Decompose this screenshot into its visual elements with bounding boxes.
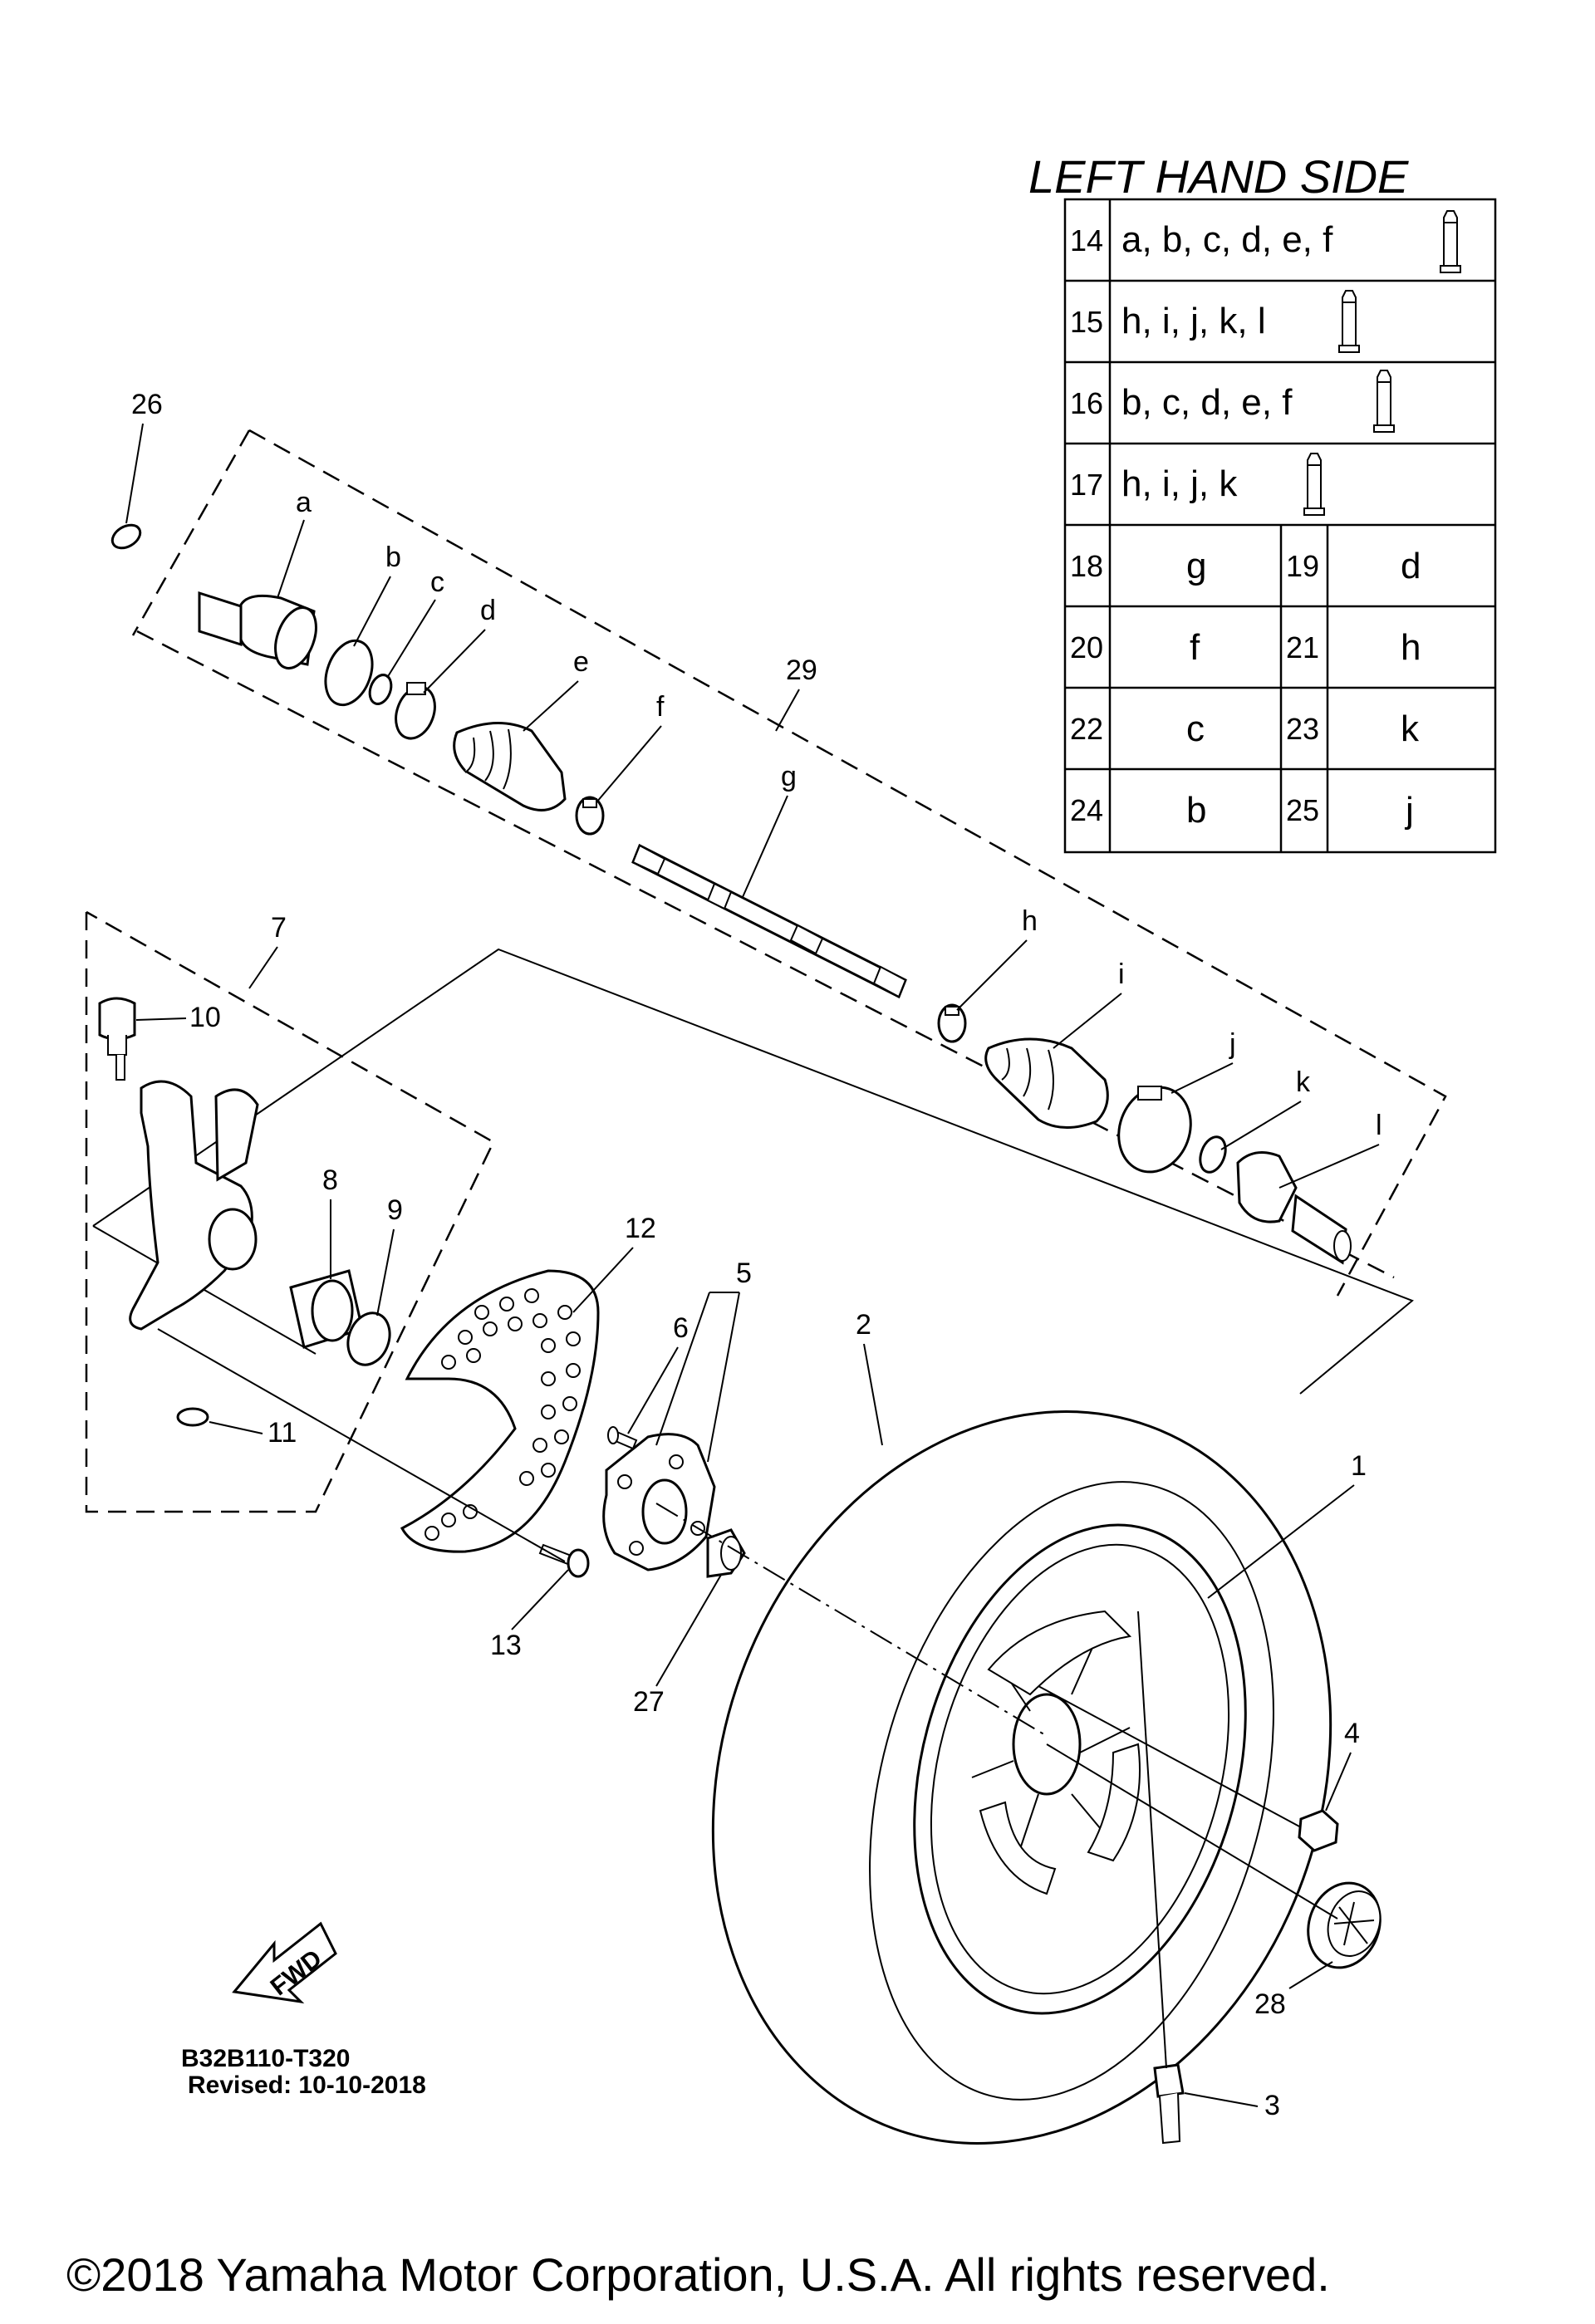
boot-band-h [937, 1003, 967, 1043]
valve-3 [1153, 2063, 1185, 2145]
callout-13: 13 [490, 1630, 522, 1661]
boot-band-d [395, 682, 436, 740]
circlip-k [1199, 1135, 1227, 1174]
center-cap-28 [1307, 1881, 1382, 1969]
callout-11: 11 [267, 1417, 297, 1449]
row-24-num: 24 [1070, 793, 1103, 827]
callout-a: a [296, 487, 312, 518]
boot-i [984, 1037, 1109, 1130]
row-17-parts: h, i, j, k [1121, 463, 1238, 504]
callout-4: 4 [1344, 1718, 1360, 1749]
callout-f: f [656, 691, 665, 723]
drive-shaft-g [631, 843, 907, 999]
boot-band-j [1117, 1086, 1192, 1174]
row-25-part: j [1404, 790, 1414, 831]
table-title: LEFT HAND SIDE [1028, 150, 1409, 203]
callout-b: b [385, 542, 401, 573]
grease-tube-icon [1373, 370, 1395, 433]
bolt-13 [538, 1543, 590, 1578]
wheel-bearing-8 [289, 1269, 364, 1349]
row-15-num: 15 [1070, 305, 1103, 339]
callout-12: 12 [625, 1213, 656, 1244]
circlip-26 [110, 523, 142, 550]
row-25-num: 25 [1286, 793, 1319, 827]
row-20-part: f [1190, 627, 1200, 668]
boot-e [453, 722, 567, 811]
callout-8: 8 [322, 1164, 338, 1196]
grease-tube-icon [1440, 210, 1461, 273]
cv-joint-outer-l [1236, 1151, 1352, 1265]
revised-date: Revised: 10-10-2018 [188, 2071, 426, 2099]
wheel-nut-4 [1298, 1809, 1339, 1852]
hub-5 [602, 1433, 716, 1571]
callout-c: c [430, 566, 444, 598]
disc-holes [425, 1288, 581, 1541]
callout-h: h [1022, 905, 1038, 937]
row-14-num: 14 [1070, 223, 1103, 257]
diagram-code: B32B110-T320 [181, 2045, 350, 2072]
lhs-table: 14 a, b, c, d, e, f 15 h, i, j, k, l 16 … [1063, 198, 1497, 854]
ball-joint-10 [98, 997, 136, 1081]
alignment-lines [157, 1328, 1338, 2069]
callout-d: d [480, 595, 496, 626]
callout-6: 6 [673, 1312, 689, 1344]
row-21-part: h [1401, 627, 1421, 668]
row-19-part: d [1401, 546, 1421, 586]
callout-j: j [1229, 1028, 1236, 1060]
steering-knuckle [129, 1080, 259, 1331]
callout-2: 2 [856, 1309, 871, 1341]
cv-joint-inner-a [198, 591, 317, 669]
callout-i: i [1118, 959, 1125, 990]
callout-9: 9 [387, 1194, 403, 1226]
row-17-num: 17 [1070, 468, 1103, 502]
axle-nut-27 [706, 1528, 746, 1578]
grease-tube-icon [1303, 453, 1325, 516]
callouts: 26 a b c d e f 29 g h i j k l 7 10 8 9 [125, 389, 1382, 2121]
row-20-num: 20 [1070, 630, 1103, 664]
fwd-arrow-icon: FWD [232, 1921, 337, 2004]
callout-28: 28 [1254, 1988, 1286, 2020]
callout-10: 10 [189, 1002, 221, 1033]
knuckle-group-outline [85, 910, 495, 1513]
row-23-num: 23 [1286, 712, 1319, 746]
row-14-parts: a, b, c, d, e, f [1121, 219, 1333, 260]
row-16-num: 16 [1070, 386, 1103, 420]
circlip-c [368, 674, 393, 705]
grease-tube-icon [1338, 290, 1360, 353]
row-23-part: k [1401, 708, 1420, 749]
callout-k: k [1296, 1066, 1311, 1098]
callout-7: 7 [271, 912, 287, 944]
row-22-part: c [1186, 708, 1205, 749]
callout-1: 1 [1351, 1450, 1367, 1482]
callout-5: 5 [736, 1258, 752, 1289]
row-18-num: 18 [1070, 549, 1103, 583]
o-ring-b [324, 639, 374, 707]
callout-g: g [781, 761, 797, 792]
row-18-part: g [1186, 546, 1206, 586]
callout-3: 3 [1264, 2090, 1280, 2121]
row-24-part: b [1186, 790, 1206, 831]
stud-bolt-6 [607, 1426, 638, 1450]
callout-29: 29 [786, 655, 817, 686]
row-16-parts: b, c, d, e, f [1121, 382, 1293, 423]
row-15-parts: h, i, j, k, l [1121, 301, 1266, 341]
drive-shaft-group-outline [131, 429, 1447, 1297]
callout-e: e [573, 646, 589, 678]
circlip-11 [176, 1407, 209, 1427]
callout-l: l [1376, 1110, 1382, 1141]
callout-26: 26 [131, 389, 163, 420]
copyright-notice: ©2018 Yamaha Motor Corporation, U.S.A. A… [66, 2248, 1330, 2301]
callout-27: 27 [633, 1686, 665, 1718]
row-19-num: 19 [1286, 549, 1319, 583]
wheel-group-outline [92, 948, 1414, 1395]
boot-band-f [575, 796, 605, 836]
brake-disc-12 [400, 1269, 600, 1553]
row-22-num: 22 [1070, 712, 1103, 746]
row-21-num: 21 [1286, 630, 1319, 664]
